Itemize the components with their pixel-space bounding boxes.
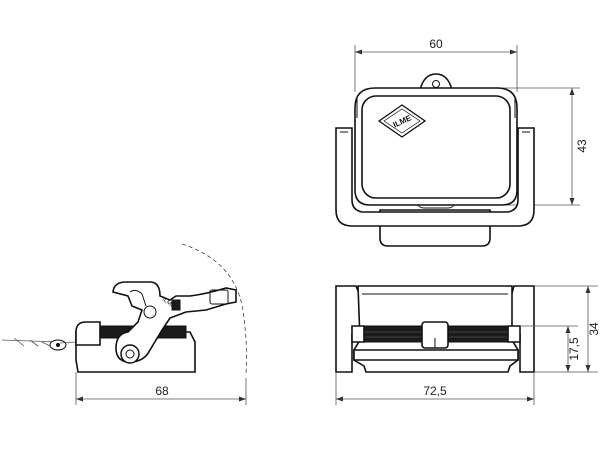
- dimension-top-width: 60: [354, 37, 518, 92]
- dim-label-72-5: 72,5: [423, 384, 447, 398]
- side-view: ILME 68: [1, 243, 247, 405]
- dimension-top-height: 43: [500, 87, 589, 206]
- lever-frame-shape: [335, 127, 535, 227]
- dim-label-34: 34: [587, 322, 600, 336]
- dimension-front-height-total: 34: [534, 285, 600, 373]
- dim-label-60: 60: [429, 37, 443, 51]
- housing-cover-shape: [361, 95, 511, 199]
- dimension-side-length: 68: [75, 372, 247, 405]
- logo-badge: ILME: [377, 104, 427, 138]
- mounting-ear-shape: [418, 73, 454, 91]
- side-lever-shape: [112, 281, 237, 363]
- dim-label-68: 68: [155, 384, 169, 398]
- dimension-front-width: 72,5: [335, 372, 535, 405]
- dimension-front-height-lower: 17,5: [520, 325, 581, 372]
- dim-label-43: 43: [575, 139, 589, 153]
- cable-assembly: [1, 337, 77, 351]
- dim-label-17-5: 17,5: [567, 337, 581, 361]
- front-view: 72,5 34 17,5: [335, 285, 600, 405]
- top-view: 60 43 ILME: [335, 37, 589, 247]
